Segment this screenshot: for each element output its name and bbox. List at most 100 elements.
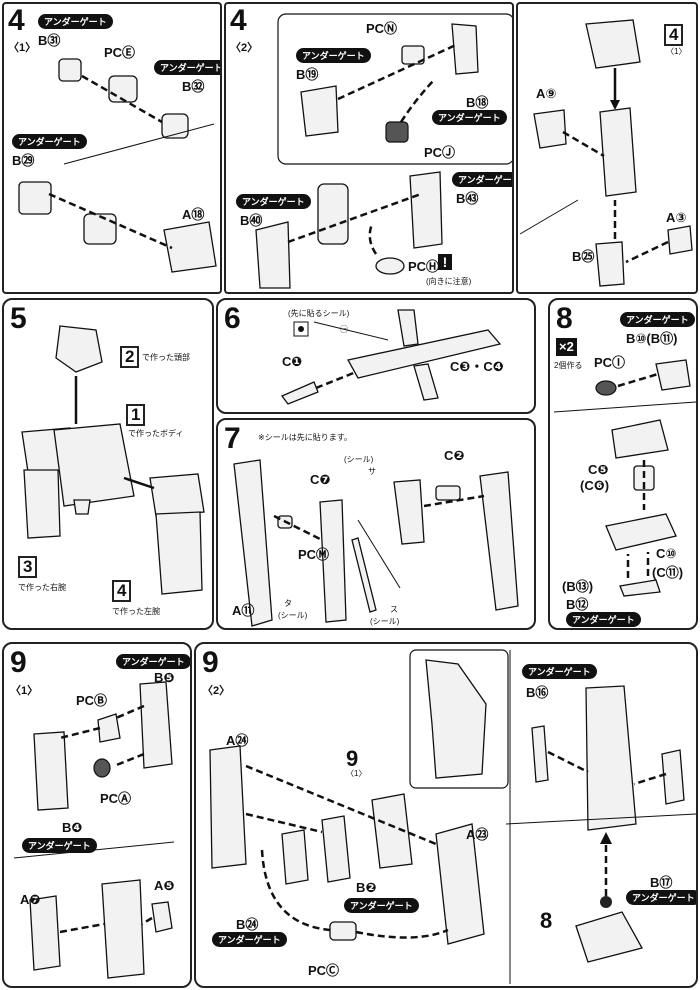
ref-box-4: 4 [112,580,132,602]
under-gate-badge: アンダーゲート [12,134,87,149]
under-gate-badge: アンダーゲート [22,838,97,853]
step-9-2-panel: 9 〈2〉 A㉔ 9 〈1〉 A㉓ B❷ アンダーゲート B㉔ アンダーゲート … [194,642,698,988]
part-label-b19: B⑲ [296,67,319,82]
under-gate-badge: アンダーゲート [116,654,190,669]
part-label-pce: PCⒺ [104,45,136,60]
step-4-left-arm-panel: 4 〈1〉 A⑨ A③ B㉕ [516,2,698,294]
step-6-panel: 6 (先に貼るシール) ㊀ C❶ C❸・C❹ [216,298,536,414]
part-label-a24: A㉔ [226,733,249,748]
step-4-2-panel: 4 〈2〉 PCⓃ アンダーゲート B⑲ B⑱ アンダーゲート PCⒿ アンダー… [224,2,514,294]
ref-text-right-arm: で作った右腕 [18,583,66,592]
part-label-b24: B㉔ [236,917,259,932]
part-label-pcb: PCⒷ [76,693,108,708]
part-label-b31: B㉛ [38,33,61,48]
seal-ta: タ [284,599,292,608]
under-gate-badge: アンダーゲート [154,60,220,75]
part-label-b40: B㊵ [240,213,263,228]
step-7-number: 7 [224,422,241,455]
part-label-b16: B⑯ [526,685,549,700]
part-label-pcj: PCⒿ [424,145,456,160]
step-4-1-art [18,58,217,273]
part-label-c1: C❶ [282,354,303,369]
step-7-art [233,459,519,627]
part-label-b32: B㉜ [182,79,205,94]
part-label-b25: B㉕ [572,249,595,264]
part-label-b29: B㉙ [12,153,35,168]
ref-box-3: 3 [18,556,38,578]
left-arm-art [519,19,693,287]
ref-step-9-substep: 〈1〉 [346,769,367,778]
step-4-number: 4 [230,4,247,37]
part-label-b18: B⑱ [466,95,489,110]
caution-icon: ! [438,254,452,270]
step-6-number: 6 [224,302,241,335]
ref-text-head: で作った頭部 [142,353,190,362]
step-9-substep: 〈2〉 [202,685,231,697]
seal-su: ス [390,605,398,614]
step-9-substep: 〈1〉 [10,685,39,697]
part-label-b2: B❷ [356,880,377,895]
under-gate-badge: アンダーゲート [38,14,113,29]
seal-mark: ㊀ [340,325,348,334]
step-9-2-art [209,649,696,984]
ref-text-body: で作ったボディ [128,429,184,438]
part-label-c6: (C❻) [580,478,610,493]
under-gate-badge: アンダーゲート [296,48,371,63]
part-label-pcm: PCⓂ [298,547,330,562]
part-label-c10: C⑩ [656,546,677,561]
ref-step-8: 8 [540,908,553,933]
under-gate-badge: アンダーゲート [620,312,695,327]
part-label-b17: B⑰ [650,875,673,890]
step-5-panel: 5 2 で作った頭部 1 で作ったボディ 3 で作った右腕 4 で作った左腕 [2,298,214,630]
part-label-pci: PCⒾ [594,355,626,370]
make-two-badge: ×2 [556,338,577,356]
seal-sa: サ [368,467,376,476]
part-label-pch: PCⒽ [408,259,440,274]
ref-box-2: 2 [120,346,140,368]
step-6-art [280,309,502,405]
part-label-a9: A⑨ [536,86,557,101]
part-label-b10-b11: B⑩(B⑪) [626,331,678,346]
part-label-b4: B❹ [62,820,83,835]
part-label-b5: B❺ [154,670,175,685]
step-9-number: 9 [10,646,27,679]
step-4-substep: 〈1〉 [8,42,37,54]
step-4-1-panel: 4 〈1〉 アンダーゲート B㉛ PCⒺ アンダーゲート B㉜ アンダーゲート … [2,2,222,294]
part-label-c2: C❷ [444,448,465,463]
part-label-a5: A❺ [154,878,175,893]
seal-label: (シール) [344,455,374,464]
step-8-panel: 8 ×2 2個作る アンダーゲート B⑩(B⑪) PCⒾ C❺ (C❻) C⑩ … [548,298,698,630]
part-label-a23: A㉓ [466,827,489,842]
ref-substep: 〈1〉 [666,47,687,56]
under-gate-badge: アンダーゲート [344,898,419,913]
under-gate-badge: アンダーゲート [432,110,507,125]
part-label-c5: C❺ [588,462,609,477]
part-label-pcc: PCⒸ [308,963,340,978]
make-two-text: 2個作る [554,361,583,370]
orientation-note: (向きに注意) [426,277,472,286]
part-label-c7: C❼ [310,472,331,487]
under-gate-badge: アンダーゲート [566,612,641,627]
seal-note: (先に貼るシール) [288,309,350,318]
part-label-pca: PCⒶ [100,791,132,806]
step-4-number: 4 [8,4,25,37]
part-label-c3-c4: C❸・C❹ [450,359,504,374]
seal-label: (シール) [370,617,400,626]
step-9-number: 9 [202,646,219,679]
ref-box-4: 4 [664,24,684,46]
under-gate-badge: アンダーゲート [626,890,696,905]
step-8-art [553,359,696,597]
step-4-2-art [255,13,512,289]
part-label-a11: A⑪ [232,603,255,618]
under-gate-badge: アンダーゲート [522,664,597,679]
seal-instruction: ※シールは先に貼ります。 [258,433,352,442]
part-label-a7: A❼ [20,892,41,907]
seal-label: (シール) [278,611,308,620]
ref-box-1: 1 [126,404,146,426]
step-5-art [21,325,205,595]
part-label-b13: (B⑬) [562,579,594,594]
part-label-b43: B㊸ [456,191,479,206]
step-9-1-panel: 9 〈1〉 アンダーゲート B❺ PCⒷ PCⒶ B❹ アンダーゲート A❼ A… [2,642,192,988]
under-gate-badge: アンダーゲート [452,172,512,187]
step-5-number: 5 [10,302,27,335]
